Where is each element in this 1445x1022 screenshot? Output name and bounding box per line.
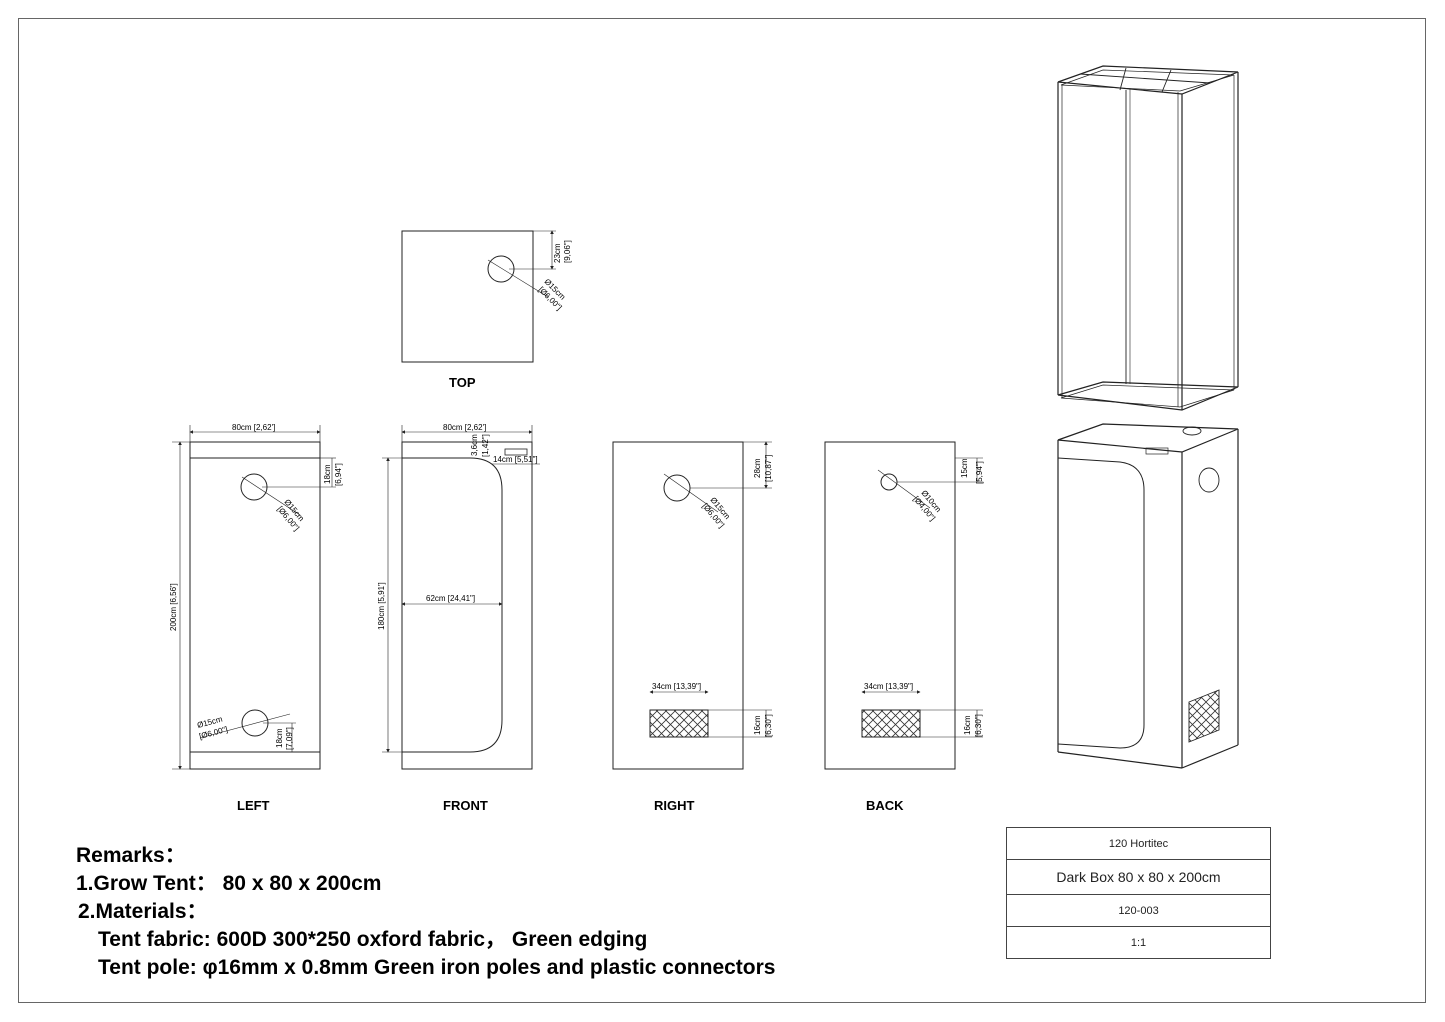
front-dim-logo-width: 14cm [5,51"] bbox=[493, 455, 538, 464]
left-dim-top-offset: 18cm bbox=[323, 464, 332, 484]
front-view-logo-plate bbox=[504, 448, 528, 456]
left-dim-bottom-offset-in: [7,09"] bbox=[285, 727, 294, 750]
right-view-outline bbox=[612, 441, 744, 770]
left-view-outline bbox=[189, 441, 321, 770]
back-dim-vent-height: 16cm bbox=[963, 715, 972, 735]
left-dim-height: 200cm [6,56'] bbox=[169, 583, 178, 631]
right-dim-top-offset-in: [10,87"] bbox=[764, 455, 773, 482]
front-view-dims: 80cm [2,62'] 180cm [5,91'] 62cm [24,41"]… bbox=[377, 423, 538, 630]
back-view-dims: 15cm [5,94"] Ø10cm [Ø4,00"] 34cm [13,39"… bbox=[864, 458, 984, 737]
remarks-heading: Remarks： bbox=[76, 844, 186, 867]
top-view-outline bbox=[401, 230, 534, 363]
back-dim-vent-width: 34cm [13,39"] bbox=[864, 682, 913, 691]
right-dim-vent-height: 16cm bbox=[753, 715, 762, 735]
right-view-label: RIGHT bbox=[654, 798, 695, 813]
tent-isometric bbox=[1057, 423, 1239, 769]
tent-top-port bbox=[1182, 426, 1202, 436]
back-view bbox=[824, 441, 983, 770]
right-view-vent bbox=[649, 709, 709, 738]
remarks-item-materials: 2.Materials： bbox=[78, 900, 208, 923]
front-dim-logo-offset-in: [1,42"] bbox=[481, 434, 490, 457]
back-view-vent bbox=[861, 709, 921, 738]
right-view-dims: 28cm [10,87"] Ø15cm [Ø6,00"] 34cm [13,39… bbox=[652, 455, 773, 737]
right-dim-vent-height-in: [6,30"] bbox=[764, 714, 773, 737]
front-dim-logo-offset: 3,6cm bbox=[470, 434, 479, 456]
frame-isometric bbox=[1057, 65, 1239, 411]
right-dim-top-offset: 28cm bbox=[753, 458, 762, 478]
front-view bbox=[382, 425, 540, 770]
front-dim-door-width: 62cm [24,41"] bbox=[426, 594, 475, 603]
title-block-product: Dark Box 80 x 80 x 200cm bbox=[1007, 860, 1270, 895]
title-block: 120 Hortitec Dark Box 80 x 80 x 200cm 12… bbox=[1006, 827, 1271, 959]
back-view-label: BACK bbox=[866, 798, 904, 813]
front-view-outline bbox=[401, 441, 533, 770]
top-view bbox=[401, 230, 556, 363]
left-dim-bottom-offset: 18cm bbox=[275, 728, 284, 748]
left-view-dims: 80cm [2,62'] 200cm [6,56'] 18cm [6,94"] … bbox=[169, 423, 343, 750]
title-block-code: 120-003 bbox=[1007, 895, 1270, 927]
remarks-item-grow-tent: 1.Grow Tent： 80 x 80 x 200cm bbox=[76, 872, 382, 895]
tent-door bbox=[1057, 457, 1145, 749]
remarks-block: Remarks： 1.Grow Tent： 80 x 80 x 200cm 2.… bbox=[76, 842, 775, 982]
right-view bbox=[612, 441, 772, 770]
right-dim-vent-width: 34cm [13,39"] bbox=[652, 682, 701, 691]
remarks-pole: Tent pole: φ16mm x 0.8mm Green iron pole… bbox=[98, 956, 776, 979]
top-dim-offset: 23cm bbox=[553, 243, 562, 263]
right-view-duct-hole bbox=[663, 474, 691, 502]
front-view-door bbox=[402, 457, 503, 753]
tent-logo-plate bbox=[1145, 447, 1169, 455]
left-dim-top-offset-in: [6,94"] bbox=[334, 463, 343, 486]
left-view bbox=[172, 425, 336, 770]
front-dim-height: 180cm [5,91'] bbox=[377, 582, 386, 630]
back-view-outline bbox=[824, 441, 956, 770]
front-view-label: FRONT bbox=[443, 798, 488, 813]
tent-side-vent bbox=[1188, 689, 1220, 743]
left-dim-width: 80cm [2,62'] bbox=[232, 423, 275, 432]
title-block-company: 120 Hortitec bbox=[1007, 828, 1270, 860]
title-block-scale: 1:1 bbox=[1130, 936, 1147, 949]
top-view-label: TOP bbox=[449, 375, 476, 390]
drawing-sheet-border bbox=[18, 18, 1426, 1003]
tent-side-port bbox=[1198, 467, 1220, 493]
top-dim-offset-in: [9,06"] bbox=[563, 240, 572, 263]
remarks-fabric: Tent fabric: 600D 300*250 oxford fabric，… bbox=[98, 928, 648, 951]
left-view-label: LEFT bbox=[237, 798, 270, 813]
front-dim-width: 80cm [2,62'] bbox=[443, 423, 486, 432]
back-dim-vent-height-in: [6,30"] bbox=[974, 714, 983, 737]
top-view-dims: 23cm [9,06"] Ø15cm [Ø6,00"] bbox=[537, 240, 572, 312]
back-dim-top-offset: 15cm bbox=[960, 458, 969, 478]
back-dim-top-offset-in: [5,94"] bbox=[975, 461, 984, 484]
